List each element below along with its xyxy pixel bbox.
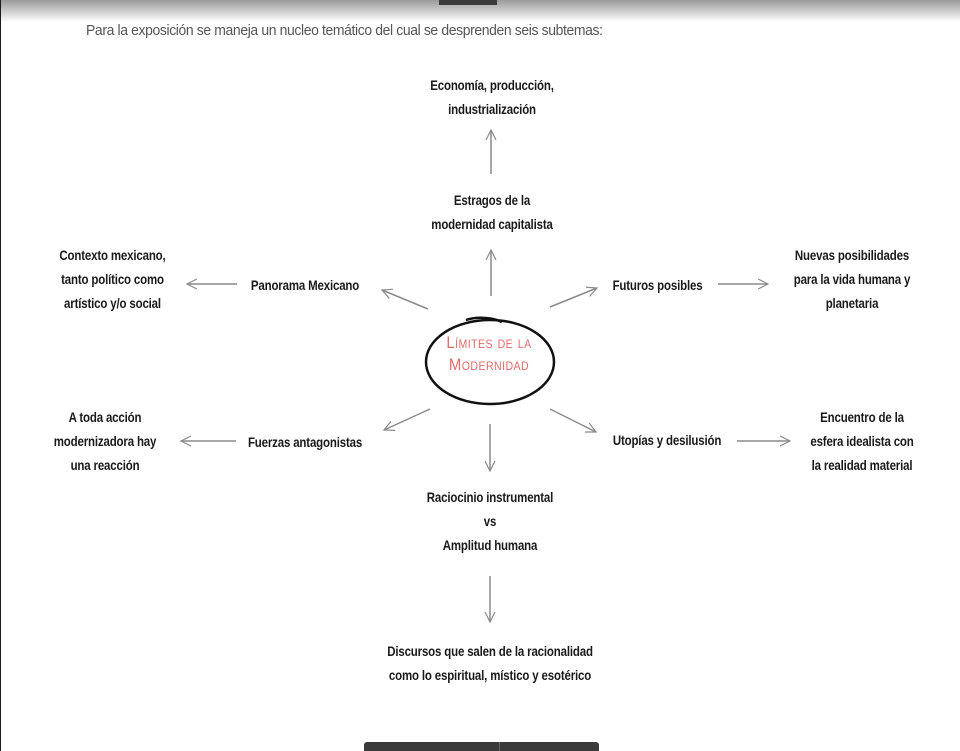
bottom-nav-bar[interactable] <box>364 742 599 751</box>
center-line2: Modernidad <box>448 355 530 374</box>
top-tab[interactable] <box>439 0 497 5</box>
node-panorama: Panorama Mexicano <box>250 277 360 293</box>
node-raciocinio: Raciocinio instrumental vs Amplitud huma… <box>426 489 554 553</box>
node-accion: A toda acción modernizadora hay una reac… <box>53 409 157 473</box>
node-discursos: Discursos que salen de la racionalidad c… <box>387 643 593 683</box>
center-ellipse <box>424 318 556 406</box>
node-estragos: Estragos de la modernidad capitalista <box>431 192 553 232</box>
node-economia: Economía, producción, industrialización <box>430 77 554 117</box>
node-nuevas: Nuevas posibilidades para la vida humana… <box>793 247 911 311</box>
node-fuerzas: Fuerzas antagonistas <box>247 434 363 450</box>
intro-text: Para la exposición se maneja un nucleo t… <box>86 22 603 39</box>
arrow-to-fuerzas <box>384 408 431 430</box>
arrow-to-futuros <box>549 288 597 308</box>
center-title: Límites de la Modernidad <box>434 332 543 376</box>
bottom-nav-divider <box>499 742 500 751</box>
node-encuentro: Encuentro de la esfera idealista con la … <box>810 409 914 473</box>
top-shadow <box>0 0 960 22</box>
left-border <box>0 0 1 751</box>
center-line1: Límites de la <box>446 333 532 352</box>
node-futuros: Futuros posibles <box>612 277 703 293</box>
arrow-to-utopias <box>549 408 596 433</box>
arrow-to-panorama <box>382 290 429 310</box>
node-contexto: Contexto mexicano, tanto político como a… <box>59 247 166 311</box>
node-utopias: Utopías y desilusión <box>612 432 722 448</box>
